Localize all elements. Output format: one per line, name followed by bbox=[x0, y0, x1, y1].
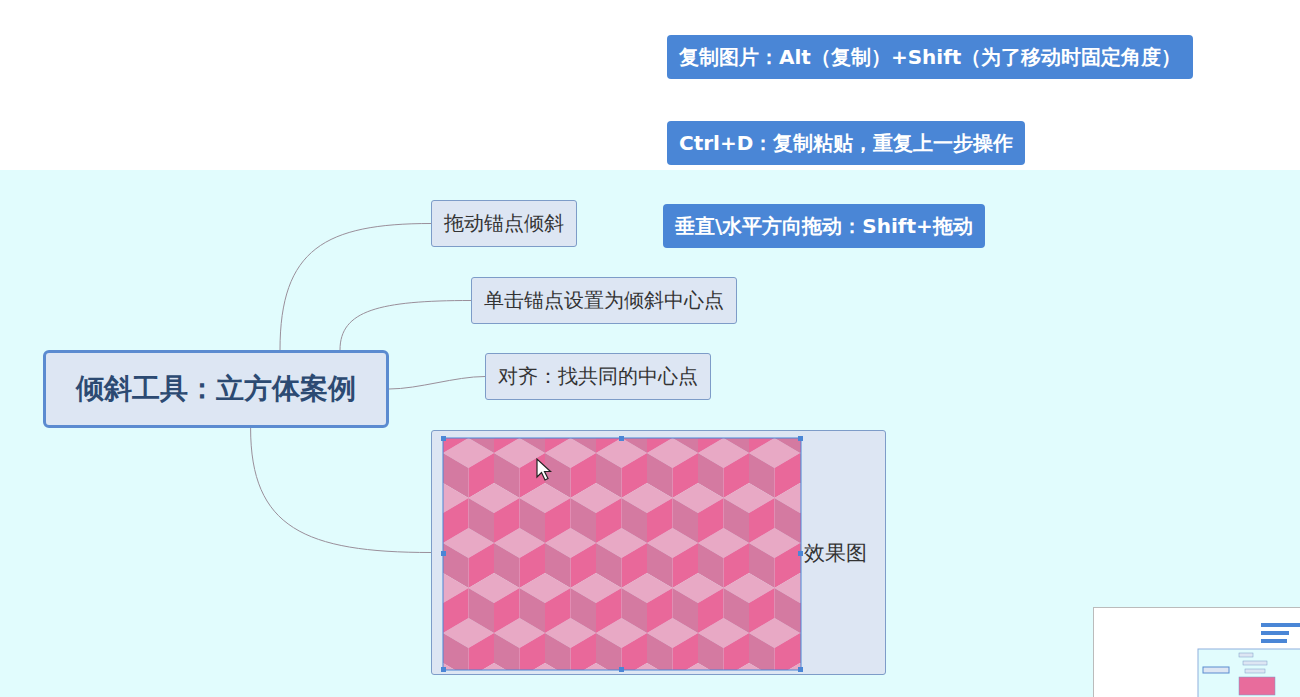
branch-line bbox=[251, 428, 431, 553]
node-label: 单击锚点设置为倾斜中心点 bbox=[484, 288, 724, 312]
node-label: 拖动锚点倾斜 bbox=[444, 211, 564, 235]
node-label: Ctrl+D：复制粘贴，重复上一步操作 bbox=[679, 131, 1013, 155]
note-box: 垂直\水平方向拖动：Shift+拖动 bbox=[663, 204, 985, 248]
branch-line bbox=[389, 377, 485, 390]
node-label: 复制图片：Alt（复制）+Shift（为了移动时固定角度） bbox=[679, 45, 1181, 69]
note-box: Ctrl+D：复制粘贴，重复上一步操作 bbox=[667, 121, 1025, 165]
note-box: 复制图片：Alt（复制）+Shift（为了移动时固定角度） bbox=[667, 35, 1193, 79]
image-topic: 效果图 bbox=[431, 430, 886, 675]
mouse-cursor bbox=[535, 457, 555, 483]
minimap bbox=[1093, 607, 1300, 697]
topic-box: 拖动锚点倾斜 bbox=[431, 200, 577, 247]
branch-line bbox=[280, 224, 431, 351]
node-label: 效果图 bbox=[804, 539, 867, 567]
node-label: 垂直\水平方向拖动：Shift+拖动 bbox=[675, 214, 973, 238]
branch-line bbox=[340, 301, 471, 351]
node-label: 倾斜工具：立方体案例 bbox=[76, 372, 356, 405]
node-label: 对齐：找共同的中心点 bbox=[498, 364, 698, 388]
cube-pattern-image bbox=[441, 436, 803, 672]
central-topic: 倾斜工具：立方体案例 bbox=[43, 350, 389, 428]
topic-box: 单击锚点设置为倾斜中心点 bbox=[471, 277, 737, 324]
topic-box: 对齐：找共同的中心点 bbox=[485, 353, 711, 400]
